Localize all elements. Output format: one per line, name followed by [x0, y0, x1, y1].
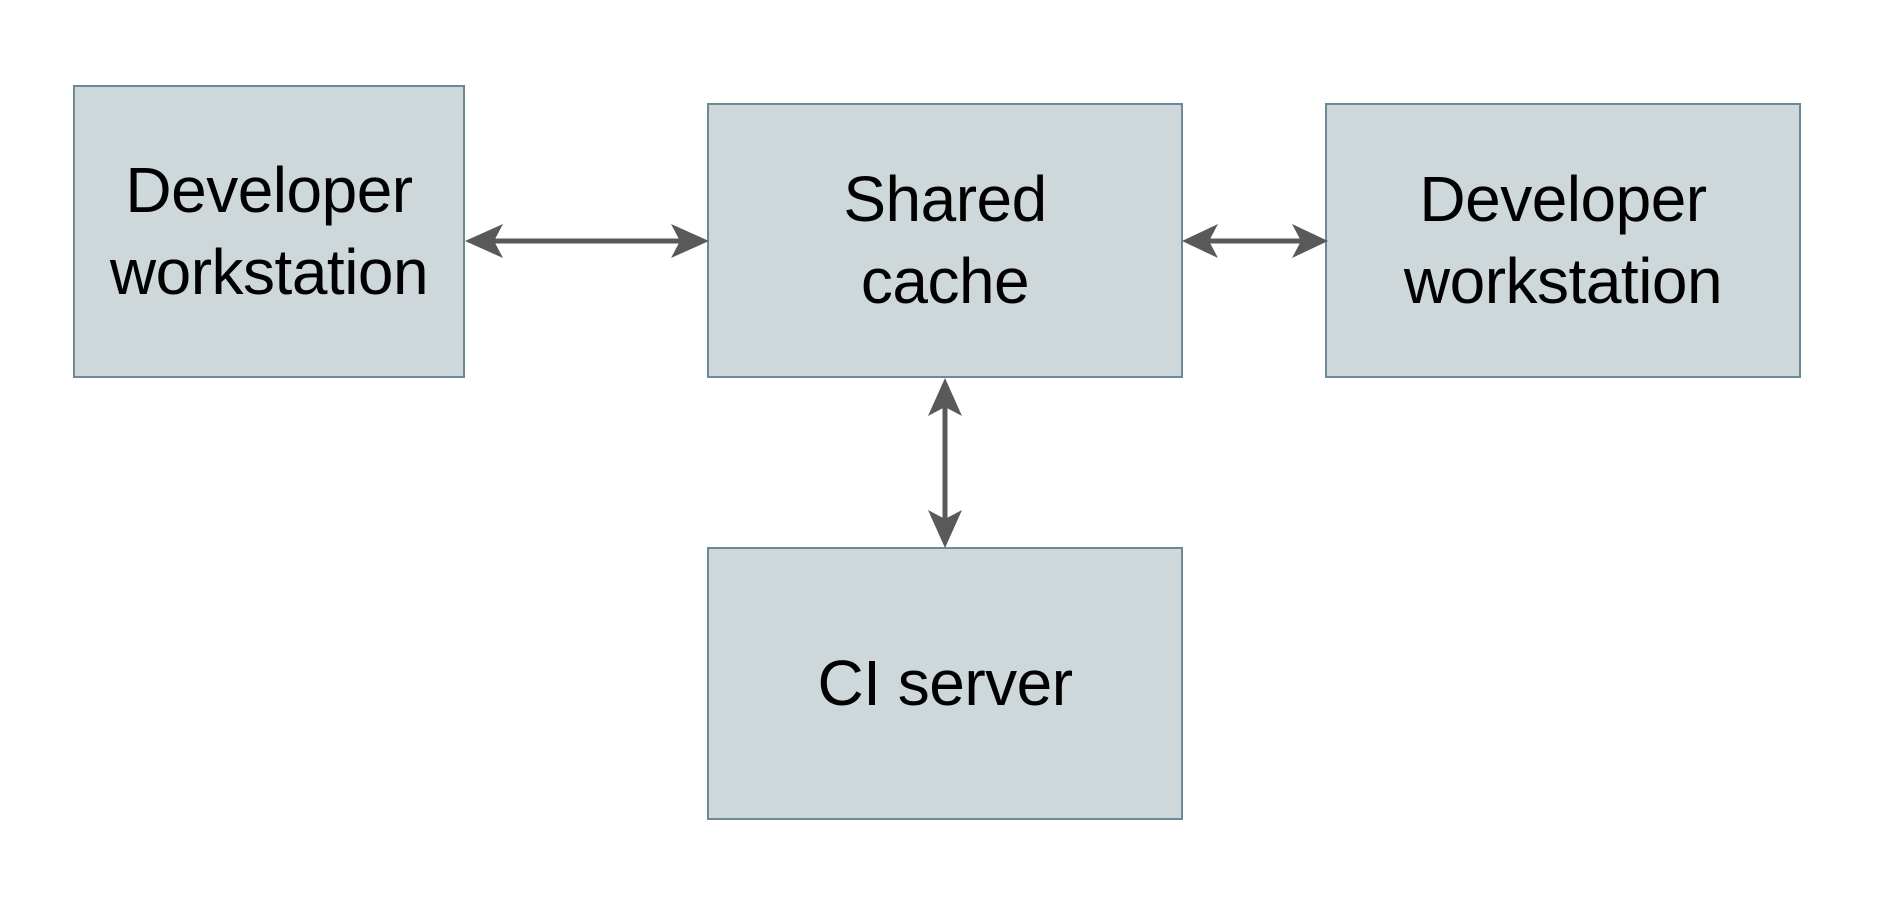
node-ci-server[interactable]: CI server — [707, 547, 1183, 820]
double-arrow-vertical-icon — [928, 378, 962, 548]
node-label: Shared cache — [843, 162, 1047, 317]
node-label: Developer workstation — [109, 153, 429, 308]
edge-shared-cache-to-ci-server — [919, 376, 971, 550]
edge-developer-left-to-shared-cache — [463, 215, 711, 267]
node-shared-cache[interactable]: Shared cache — [707, 103, 1183, 378]
node-label: CI server — [817, 646, 1073, 719]
double-arrow-horizontal-icon — [1182, 224, 1328, 258]
double-arrow-horizontal-icon — [465, 224, 709, 258]
node-label: Developer workstation — [1403, 162, 1723, 317]
node-developer-workstation-right[interactable]: Developer workstation — [1325, 103, 1801, 378]
node-developer-workstation-left[interactable]: Developer workstation — [73, 85, 465, 378]
edge-shared-cache-to-developer-right — [1180, 215, 1330, 267]
